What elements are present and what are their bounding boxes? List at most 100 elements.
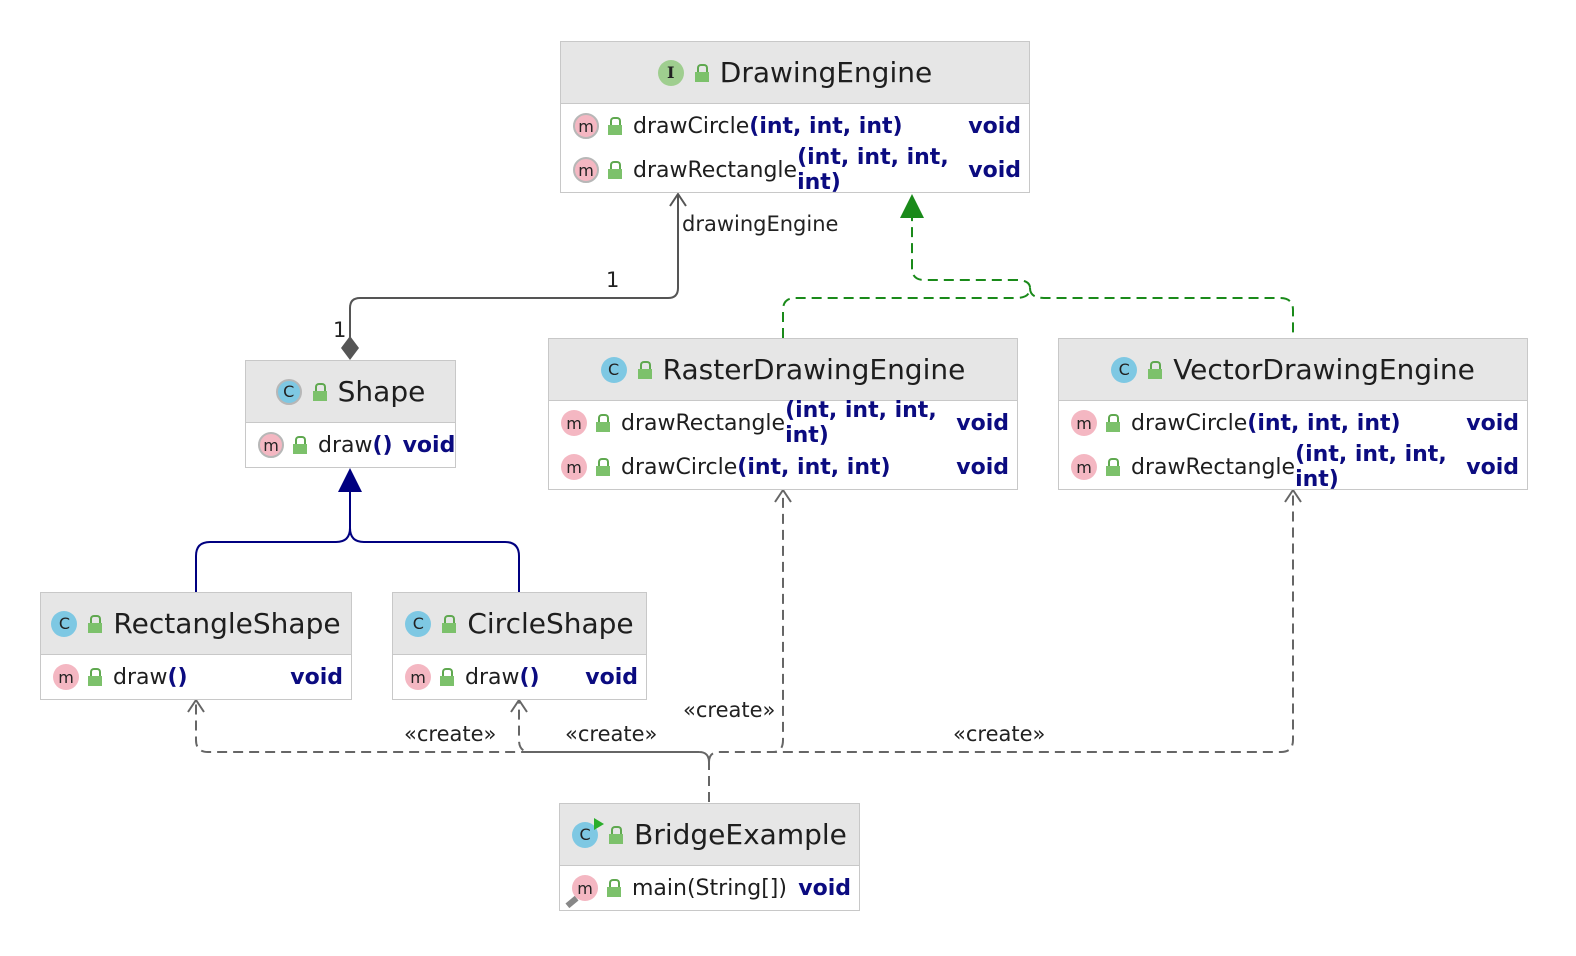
class-rectangle-shape[interactable]: C RectangleShape m draw () void — [40, 592, 352, 700]
class-name: Shape — [337, 375, 426, 408]
class-name: DrawingEngine — [719, 56, 933, 89]
multiplicity-target: 1 — [606, 268, 620, 292]
class-shape[interactable]: C Shape m draw () void — [245, 360, 456, 468]
method-row[interactable]: m drawCircle (int, int, int) void — [549, 445, 1017, 489]
method-row[interactable]: m draw () void — [246, 423, 455, 467]
create-label-rectangle: «create» — [404, 722, 497, 746]
method-params: (int, int, int, int) — [785, 398, 937, 448]
public-lock-icon — [1105, 414, 1121, 432]
return-type: void — [290, 664, 343, 690]
method-name: draw — [318, 432, 373, 458]
runnable-class-icon: C — [572, 817, 605, 848]
class-header: C BridgeExample — [560, 804, 859, 866]
run-marker-icon — [594, 817, 605, 830]
public-lock-icon — [87, 668, 103, 686]
method-params: (int, int, int, int) — [797, 145, 949, 195]
class-header: C VectorDrawingEngine — [1059, 339, 1527, 401]
inheritance-arrowhead — [338, 468, 362, 492]
return-type: void — [585, 664, 638, 690]
class-drawing-engine[interactable]: I DrawingEngine m drawCircle (int, int, … — [560, 41, 1030, 195]
create-label-vector: «create» — [953, 722, 1046, 746]
public-lock-icon — [694, 63, 710, 82]
method-name: drawCircle — [1131, 410, 1248, 436]
method-name: drawCircle — [633, 113, 750, 139]
static-pin-icon — [565, 895, 579, 909]
method-params: () — [167, 664, 188, 690]
class-raster-drawing-engine[interactable]: C RasterDrawingEngine m drawRectangle (i… — [548, 338, 1018, 490]
association-label: drawingEngine — [682, 212, 839, 236]
create-arrowhead-raster — [774, 488, 792, 503]
method-row[interactable]: m drawCircle (int, int, int) void — [561, 104, 1029, 148]
method-params: () — [519, 664, 540, 690]
class-header: C Shape — [246, 361, 455, 423]
public-lock-icon — [441, 614, 457, 633]
return-type: void — [1466, 410, 1519, 436]
method-name: draw — [465, 664, 520, 690]
method-params: (int, int, int) — [1247, 410, 1401, 436]
class-name: RectangleShape — [113, 607, 341, 640]
class-icon: C — [1111, 356, 1138, 383]
multiplicity-source: 1 — [333, 318, 347, 342]
create-label-raster: «create» — [683, 698, 776, 722]
create-dependency-lines — [195, 490, 1294, 802]
class-header: C RectangleShape — [41, 593, 351, 655]
public-lock-icon — [1147, 360, 1163, 379]
class-circle-shape[interactable]: C CircleShape m draw () void — [392, 592, 647, 700]
method-name: drawRectangle — [621, 410, 786, 436]
method-row[interactable]: m draw () void — [41, 655, 351, 699]
method-row[interactable]: m drawCircle (int, int, int) void — [1059, 401, 1527, 445]
public-lock-icon — [439, 668, 455, 686]
class-name: VectorDrawingEngine — [1173, 353, 1475, 386]
public-lock-icon — [637, 360, 653, 379]
class-icon: C — [405, 610, 432, 637]
composition-diamond — [341, 336, 359, 360]
public-lock-icon — [608, 825, 624, 844]
method-name: draw — [113, 664, 168, 690]
public-lock-icon — [312, 382, 328, 401]
public-lock-icon — [87, 614, 103, 633]
return-type: void — [956, 454, 1009, 480]
return-type: void — [798, 875, 851, 901]
interface-icon: I — [657, 59, 684, 86]
abstract-method-icon: m — [573, 113, 599, 139]
method-params: (int, int, int) — [749, 113, 903, 139]
inheritance-line — [195, 492, 520, 592]
class-header: I DrawingEngine — [561, 42, 1029, 104]
method-row[interactable]: m main (String[]) void — [560, 866, 859, 910]
method-params: () — [372, 432, 393, 458]
return-type: void — [1466, 454, 1519, 480]
method-row[interactable]: m draw () void — [393, 655, 646, 699]
class-vector-drawing-engine[interactable]: C VectorDrawingEngine m drawCircle (int,… — [1058, 338, 1528, 492]
composition-line — [349, 194, 679, 340]
public-lock-icon — [606, 879, 622, 897]
abstract-method-icon: m — [258, 432, 284, 458]
public-lock-icon — [595, 414, 611, 432]
method-icon: m — [405, 664, 431, 690]
create-label-circle: «create» — [565, 722, 658, 746]
abstract-class-icon: C — [275, 378, 302, 405]
method-params: (int, int, int) — [737, 454, 891, 480]
static-method-icon: m — [565, 875, 598, 909]
return-type: void — [968, 113, 1021, 139]
class-bridge-example[interactable]: C BridgeExample m main (String[]) void — [559, 803, 860, 911]
class-name: RasterDrawingEngine — [662, 353, 966, 386]
public-lock-icon — [607, 161, 623, 179]
public-lock-icon — [607, 117, 623, 135]
return-type: void — [956, 410, 1009, 436]
create-arrowhead-rectangle — [187, 698, 205, 713]
method-icon: m — [1071, 454, 1097, 480]
abstract-method-icon: m — [573, 157, 599, 183]
create-arrowhead-circle — [510, 698, 528, 713]
method-row[interactable]: m drawRectangle (int, int, int, int) voi… — [1059, 442, 1527, 492]
method-row[interactable]: m drawRectangle (int, int, int, int) voi… — [549, 398, 1017, 448]
method-icon: m — [561, 410, 587, 436]
return-type: void — [402, 432, 456, 458]
method-icon: m — [561, 454, 587, 480]
association-arrowhead — [669, 192, 687, 207]
method-name: drawCircle — [621, 454, 738, 480]
method-params: (String[]) — [686, 875, 787, 901]
public-lock-icon — [292, 436, 308, 454]
method-name: main — [632, 875, 687, 901]
method-row[interactable]: m drawRectangle (int, int, int, int) voi… — [561, 145, 1029, 195]
method-name: drawRectangle — [633, 157, 798, 183]
